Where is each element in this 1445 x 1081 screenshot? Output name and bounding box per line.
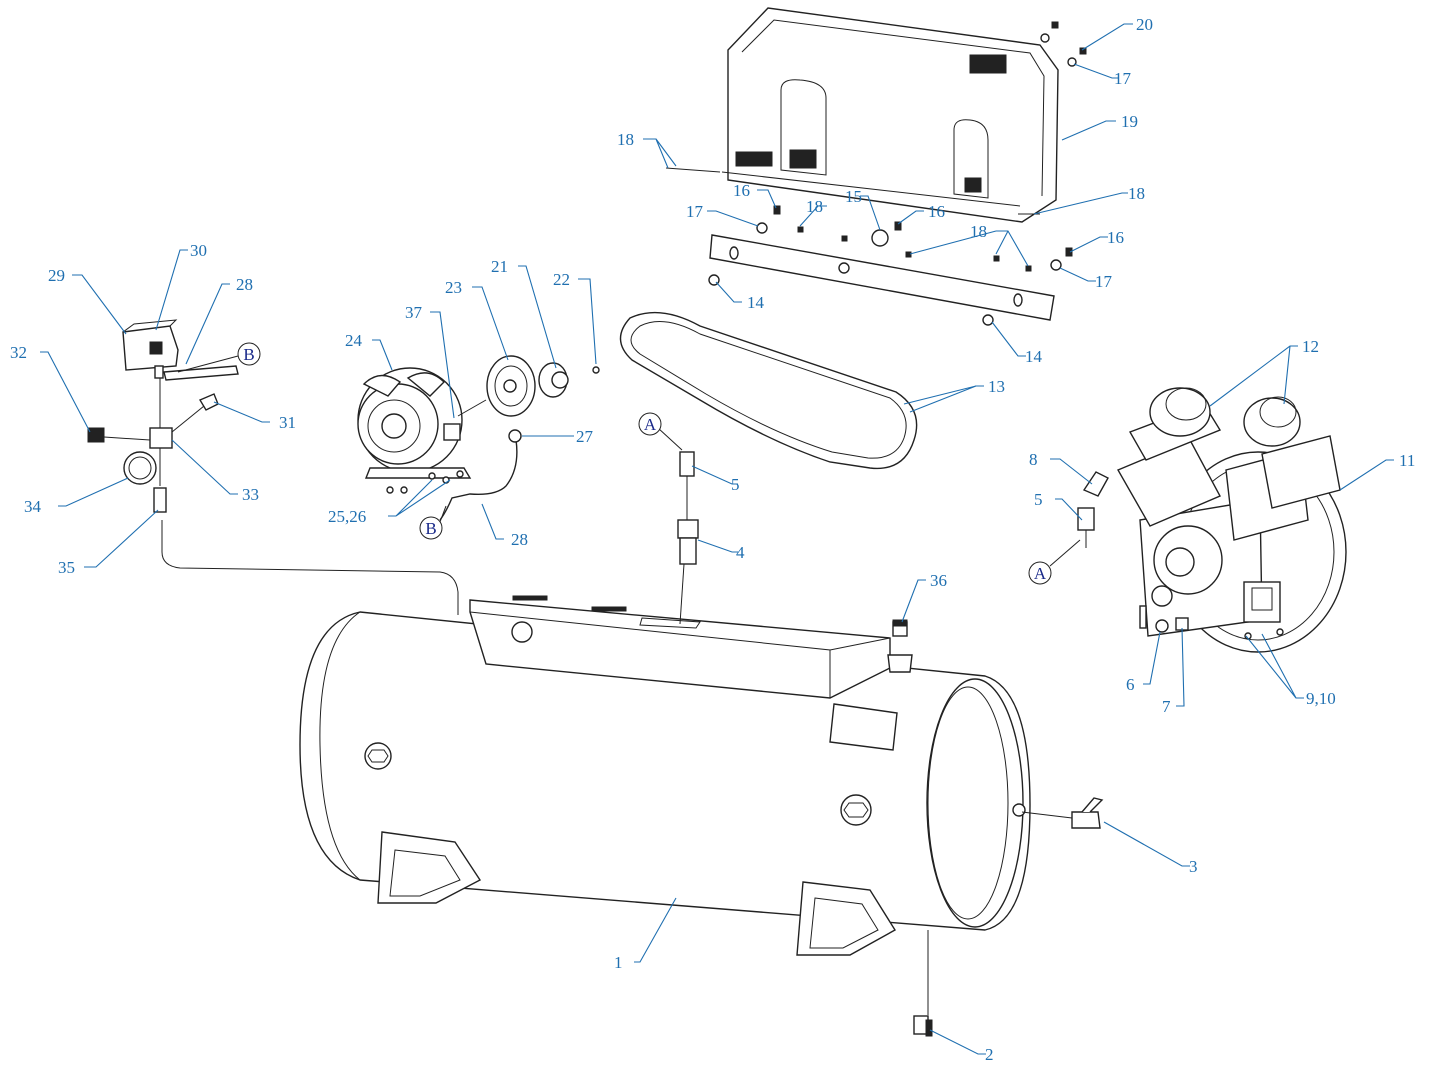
callout-17: 17: [1095, 272, 1113, 291]
callout-33: 33: [242, 485, 259, 504]
callout-7: 7: [1162, 697, 1171, 716]
connector-a-top: A: [638, 412, 662, 436]
guard-bracket: [708, 234, 1055, 326]
callout-6: 6: [1126, 675, 1135, 694]
callout-16: 16: [1107, 228, 1124, 247]
callout-2: 2: [985, 1045, 994, 1064]
callout-35: 35: [58, 558, 75, 577]
connector-b-label: B: [243, 345, 254, 364]
callout-11: 11: [1399, 451, 1415, 470]
connector-b-label: B: [425, 519, 436, 538]
air-tank: [299, 595, 1031, 956]
pressure-switch-assembly: [87, 319, 239, 513]
hardware: [665, 21, 1087, 272]
callout-12: 12: [1302, 337, 1319, 356]
callout-34: 34: [24, 497, 42, 516]
compressor-pump: [1077, 387, 1347, 653]
callout-30: 30: [190, 241, 207, 260]
callout-28: 28: [236, 275, 253, 294]
callout-37: 37: [405, 303, 423, 322]
callout-21: 21: [491, 257, 508, 276]
callout-28: 28: [511, 530, 528, 549]
callout-22: 22: [553, 270, 570, 289]
connector-b-switch: B: [237, 342, 261, 366]
callout-13: 13: [988, 377, 1005, 396]
callout-27: 27: [576, 427, 594, 446]
callout-3: 3: [1189, 857, 1198, 876]
motor-pulley: [457, 355, 600, 417]
callout-17: 17: [1114, 69, 1132, 88]
v-belt: [619, 311, 918, 470]
callout-29: 29: [48, 266, 65, 285]
callout-9-10: 9,10: [1306, 689, 1336, 708]
callout-1: 1: [614, 953, 623, 972]
callout-24: 24: [345, 331, 363, 350]
callout-5: 5: [1034, 490, 1043, 509]
callout-8: 8: [1029, 450, 1038, 469]
callout-23: 23: [445, 278, 462, 297]
callout-16: 16: [733, 181, 750, 200]
callout-5: 5: [731, 475, 740, 494]
power-cord: [439, 439, 518, 521]
callout-20: 20: [1136, 15, 1153, 34]
leader-lines: [40, 23, 1394, 1055]
callout-32: 32: [10, 343, 27, 362]
belt-guard: [721, 7, 1059, 223]
callout-14: 14: [1025, 347, 1043, 366]
connector-a-pump: A: [1028, 561, 1052, 585]
callout-18: 18: [970, 222, 987, 241]
callout-18: 18: [806, 197, 823, 216]
callout-labels: 1 2 3 4 5 5 6 7 8 9,10 11 12 13 14 14 15…: [10, 15, 1415, 1064]
center-fittings: [677, 451, 699, 625]
discharge-tube: [161, 520, 459, 615]
callout-19: 19: [1121, 112, 1138, 131]
callout-18: 18: [617, 130, 634, 149]
callout-4: 4: [736, 543, 745, 562]
safety-valve: [1021, 797, 1104, 829]
callout-14: 14: [747, 293, 765, 312]
connector-a-label: A: [644, 415, 657, 434]
callout-31: 31: [279, 413, 296, 432]
connector-a-label: A: [1034, 564, 1047, 583]
drain-valve: [913, 930, 933, 1037]
callout-16: 16: [928, 202, 945, 221]
callout-18: 18: [1128, 184, 1145, 203]
callout-15: 15: [845, 187, 862, 206]
callout-25-26: 25,26: [328, 507, 366, 526]
callout-17: 17: [686, 202, 704, 221]
callout-36: 36: [930, 571, 947, 590]
connector-b-motor: B: [419, 516, 443, 540]
motor: [357, 367, 472, 494]
